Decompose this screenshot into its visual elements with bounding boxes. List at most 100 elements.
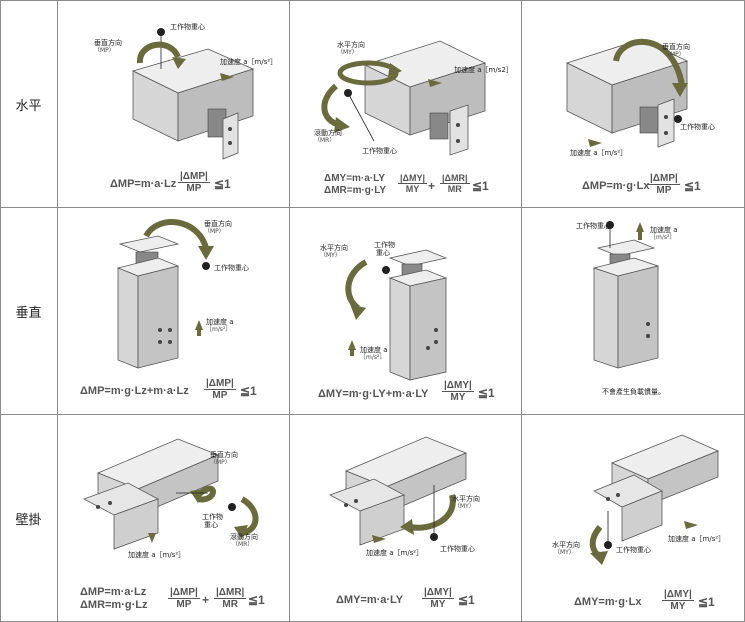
acceleration-label: 加速度 a bbox=[206, 318, 234, 326]
inequality: ≦1 bbox=[472, 179, 489, 193]
formula-yaw: ΔMY=m·a·LY bbox=[324, 173, 386, 184]
actuator-illustration bbox=[589, 434, 720, 565]
formula: ΔMP=m·a·Lz bbox=[110, 178, 177, 190]
cell-vertical-none: 工作物重心 加速度 a ［m/s²］ 不會產生負載慣量。 bbox=[522, 208, 744, 414]
cog-label: 工作物重心 bbox=[616, 546, 651, 554]
ratio-fraction: |ΔMP| MP bbox=[178, 171, 210, 194]
denominator: MY bbox=[670, 601, 686, 612]
numerator: |ΔMP| bbox=[648, 173, 680, 185]
denominator: MY bbox=[430, 599, 446, 610]
numerator: |ΔMY| bbox=[442, 380, 474, 392]
denominator: MP bbox=[212, 390, 228, 401]
acceleration-label: 加速度 a bbox=[360, 346, 388, 354]
grid-line bbox=[289, 0, 290, 622]
cog-label: 工作物重心 bbox=[362, 147, 397, 155]
actuator-illustration bbox=[592, 221, 660, 369]
cog-label-line1: 工作物 bbox=[202, 513, 223, 521]
actuator-illustration bbox=[116, 219, 214, 369]
direction-code: （MP） bbox=[204, 228, 225, 235]
cog-label-line1: 工作物 bbox=[374, 241, 395, 249]
center-of-gravity-dot bbox=[604, 541, 612, 549]
roll-direction-label: 滾動方向 bbox=[230, 533, 258, 541]
actuator-illustration bbox=[329, 436, 468, 546]
roll-direction-label: 滾動方向 bbox=[314, 129, 342, 137]
direction-code: （MP） bbox=[94, 47, 115, 54]
acceleration-label: 加速度 a［m/s²］ bbox=[570, 149, 628, 157]
no-load-note: 不會產生負載慣量。 bbox=[602, 388, 665, 396]
roll-direction-code: （MR） bbox=[232, 541, 254, 548]
direction-code: （MY） bbox=[337, 49, 358, 56]
ratio-fraction: |ΔMY| MY bbox=[442, 380, 474, 403]
cell-vertical-yaw: 水平方向 （MY） 工作物 重心 加速度 a ［m/s²］ ΔMY=m·g·LY… bbox=[290, 208, 521, 414]
numerator: |ΔMY| bbox=[662, 589, 694, 601]
plus-sign: + bbox=[202, 593, 210, 607]
cell-horizontal-pitch-x: 垂直方向 （MP） 工作物重心 加速度 a［m/s²］ ΔMP=m·g·Lx |… bbox=[522, 1, 744, 207]
numerator: |ΔMP| bbox=[168, 587, 200, 599]
formula-roll: ΔMR=m·g·Lz bbox=[80, 599, 148, 611]
direction-code: （MP） bbox=[210, 459, 231, 466]
denominator: MP bbox=[656, 185, 672, 196]
direction-label: 水平方向 bbox=[552, 541, 580, 549]
denominator: MY bbox=[450, 392, 466, 403]
grid-line bbox=[0, 414, 745, 415]
grid-line bbox=[521, 0, 522, 622]
grid-line bbox=[0, 0, 745, 1]
actuator-illustration bbox=[83, 438, 259, 550]
denominator: MR bbox=[222, 599, 238, 610]
direction-code: （MY） bbox=[454, 503, 475, 510]
acceleration-label: 加速度 a［m/s²］ bbox=[366, 549, 424, 557]
actuator-illustration bbox=[345, 249, 448, 381]
direction-label: 水平方向 bbox=[452, 495, 480, 503]
inequality: ≦1 bbox=[698, 595, 715, 609]
cell-wall-yaw-x: 水平方向 （MY） 工作物重心 加速度 a［m/s²］ ΔMY=m·g·Lx |… bbox=[522, 415, 744, 621]
numerator: |ΔMR| bbox=[440, 173, 470, 184]
row-label-horizontal: 水平 bbox=[15, 99, 42, 114]
acceleration-unit: ［m/s²］ bbox=[650, 234, 676, 241]
cell-wall-pitch-roll: 垂直方向 （MP） 工作物 重心 滾動方向 （MR） 加速度 a［m/s²］ Δ… bbox=[58, 415, 289, 621]
ratio-fraction: |ΔMP| MP bbox=[204, 378, 236, 401]
center-of-gravity-dot bbox=[430, 533, 438, 541]
direction-code: （MY） bbox=[554, 549, 575, 556]
row-label-wall: 壁掛 bbox=[15, 513, 42, 528]
inequality: ≦1 bbox=[248, 593, 265, 607]
cog-label: 工作物重心 bbox=[214, 264, 249, 272]
ratio-fraction: |ΔMY| MY bbox=[422, 587, 454, 610]
grid-line bbox=[57, 0, 58, 622]
actuator-illustration bbox=[321, 40, 487, 156]
cog-label: 工作物重心 bbox=[680, 123, 715, 131]
formula: ΔMY=m·a·LY bbox=[336, 594, 404, 606]
formula: ΔMY=m·g·Lx bbox=[574, 596, 642, 608]
acceleration-unit: ［m/s²］ bbox=[360, 354, 386, 361]
inequality: ≦1 bbox=[684, 179, 701, 193]
inequality: ≦1 bbox=[240, 384, 257, 398]
cog-label-line2: 重心 bbox=[204, 521, 218, 529]
direction-label: 水平方向 bbox=[320, 244, 348, 252]
direction-label: 垂直方向 bbox=[204, 220, 232, 228]
ratio-fraction-roll: |ΔMR| MR bbox=[214, 587, 247, 610]
cell-horizontal-yaw-roll: 水平方向 （MY） 加速度 a［m/s2］ 滾動方向 （MR） 工作物重心 ΔM… bbox=[290, 1, 521, 207]
center-of-gravity-dot bbox=[202, 262, 210, 270]
actuator-illustration bbox=[131, 28, 255, 160]
cog-label: 工作物重心 bbox=[576, 222, 611, 230]
cog-label: 工作物重心 bbox=[440, 545, 475, 553]
acceleration-label: 加速度 a bbox=[650, 226, 678, 234]
acceleration-label: 加速度 a［m/s²］ bbox=[668, 535, 726, 543]
cell-wall-yaw: 水平方向 （MY） 工作物重心 加速度 a［m/s²］ ΔMY=m·a·LY |… bbox=[290, 415, 521, 621]
denominator: MP bbox=[186, 183, 202, 194]
direction-label: 垂直方向 bbox=[94, 39, 122, 47]
ratio-fraction-yaw: |ΔMY| MY bbox=[398, 173, 428, 194]
formula-roll: ΔMR=m·g·LY bbox=[324, 185, 387, 196]
denominator: MY bbox=[405, 184, 420, 194]
direction-label: 水平方向 bbox=[337, 41, 365, 49]
grid-line bbox=[0, 207, 745, 208]
grid-line bbox=[0, 0, 1, 622]
numerator: |ΔMY| bbox=[422, 587, 454, 599]
numerator: |ΔMY| bbox=[398, 173, 428, 184]
actuator-illustration bbox=[565, 38, 689, 148]
center-of-gravity-dot bbox=[382, 266, 390, 274]
cell-vertical-pitch: 垂直方向 （MP） 工作物重心 加速度 a ［m/s²］ ΔMP=m·g·Lz+… bbox=[58, 208, 289, 414]
direction-code: （MP） bbox=[664, 51, 685, 58]
formula: ΔMP=m·g·Lx bbox=[582, 180, 650, 192]
denominator: MP bbox=[176, 599, 192, 610]
